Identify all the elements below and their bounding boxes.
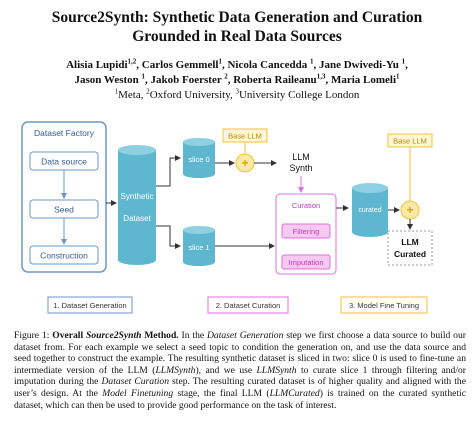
dataset-to-slice0-arrow: [156, 155, 181, 187]
llm-curated-box: [387, 230, 433, 266]
authors-line-2: Jason Weston 1, Jakob Foerster 2, Robert…: [74, 72, 400, 86]
author-name: Jakob Foerster: [150, 74, 225, 86]
caption-label: Figure 1:: [14, 330, 50, 341]
curation-label: Curation: [292, 201, 320, 210]
author-name: Jason Weston: [74, 74, 142, 86]
seed-label: Seed: [54, 205, 74, 215]
stage2-box: [207, 296, 289, 314]
llm-synth-label-2: Synth: [289, 163, 312, 173]
plus-icon-2: +: [406, 203, 413, 217]
paper-title-line-1: Source2Synth: Synthetic Data Generation …: [51, 9, 423, 26]
author-name: Nicola Cancedda: [227, 59, 310, 71]
stage1-box: [47, 296, 133, 314]
author-name: Roberta Raileanu: [233, 74, 317, 86]
plus-icon: +: [241, 156, 248, 170]
author-affiliation-marker: 1: [309, 57, 314, 66]
author-affiliation-marker: 1: [396, 72, 400, 81]
affiliation-marker: 1: [114, 87, 119, 96]
base-llm-label-1: Base LLM: [228, 132, 262, 141]
author-name: Jane Dwivedi-Yu: [318, 59, 402, 71]
affiliation-name: Meta,: [118, 89, 147, 101]
author-affiliation-marker: 1,3: [316, 72, 326, 81]
slice1-label: slice 1: [188, 243, 209, 252]
data-source-label: Data source: [41, 157, 87, 167]
affiliation-marker: 2: [146, 87, 150, 96]
author-affiliation-marker: 1: [141, 72, 146, 81]
curated-cylinder: [352, 183, 388, 237]
stage2-label: 2. Dataset Curation: [216, 301, 281, 310]
base-llm-label-2: Base LLM: [393, 137, 427, 146]
affiliation-name: University College London: [238, 89, 360, 101]
author-affiliation-marker: 1: [218, 57, 222, 66]
filtering-box: [281, 223, 331, 239]
construction-label: Construction: [40, 251, 88, 261]
llm-synth-label-1: LLM: [292, 152, 310, 162]
synthetic-dataset-label-2: Dataset: [123, 214, 151, 223]
synthetic-dataset-cylinder: [118, 145, 156, 265]
author-affiliation-marker: 1,2: [127, 57, 137, 66]
caption-bold-title: Overall Source2Synth Method.: [49, 330, 179, 341]
stage1-label: 1. Dataset Generation: [53, 301, 126, 310]
construction-box: [29, 245, 99, 265]
author-name: Carlos Gemmell: [141, 59, 219, 71]
method-figure: Dataset Factory Data source Seed Constru…: [21, 121, 450, 314]
llm-curated-label-2: Curated: [394, 249, 426, 259]
author-affiliation-marker: 2: [224, 72, 228, 81]
slice0-label: slice 0: [188, 155, 209, 164]
slice1-cylinder: [183, 226, 215, 266]
affiliations: 1Meta, 2Oxford University, 3University C…: [0, 88, 474, 102]
synthetic-dataset-label-1: Synthetic: [121, 192, 154, 201]
author-name: Maria Lomeli: [330, 74, 397, 86]
dataset-to-slice1-arrow: [156, 225, 181, 249]
figure-caption: Figure 1: Overall Source2Synth Method. I…: [14, 330, 466, 411]
stage3-label: 3. Model Fine Tuning: [349, 301, 419, 310]
author-name: Alisia Lupidi: [66, 59, 128, 71]
authors-line-1: Alisia Lupidi1,2, Carlos Gemmell1, Nicol…: [66, 57, 408, 71]
stage3-box: [340, 296, 428, 314]
curated-label: curated: [358, 207, 381, 214]
llm-curated-label-1: LLM: [401, 237, 418, 247]
imputation-label: Imputation: [288, 258, 323, 267]
affiliation-marker: 3: [235, 87, 239, 96]
author-affiliation-marker: 1: [401, 57, 406, 66]
slice0-cylinder: [183, 138, 215, 178]
affiliation-name: Oxford University,: [149, 89, 236, 101]
filtering-label: Filtering: [293, 227, 320, 236]
imputation-box: [281, 254, 331, 270]
dataset-factory-label: Dataset Factory: [34, 128, 95, 138]
paper-title-line-2: Grounded in Real Data Sources: [132, 28, 342, 45]
